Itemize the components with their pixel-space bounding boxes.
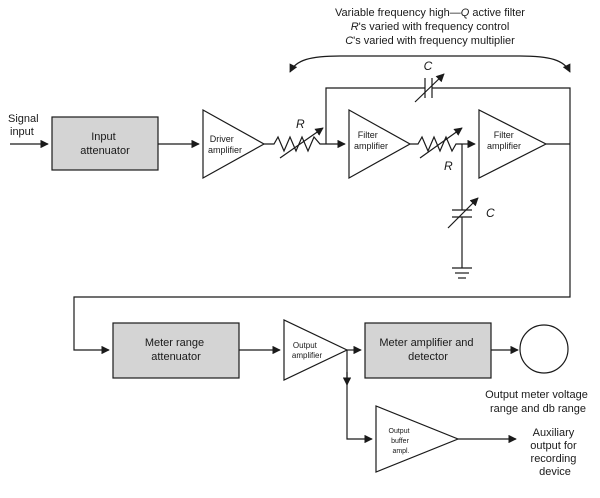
output-amplifier-triangle xyxy=(283,319,349,381)
capacitor-1-arrow xyxy=(414,73,445,103)
output-amplifier-label: Output amplifier xyxy=(292,341,323,360)
auxiliary-output-label: Auxiliary output for recording device xyxy=(530,427,580,478)
resistor-1-label: R xyxy=(296,117,305,131)
output-buffer-amplifier-label: Output buffer ampl. xyxy=(389,428,412,455)
signal-input-label: Signal input xyxy=(8,113,42,138)
capacitor-2-arrow xyxy=(447,197,479,229)
capacitor-1-label: C xyxy=(424,59,433,73)
capacitor-2-label: C xyxy=(486,206,495,220)
filter-to-meter-range-wire xyxy=(73,144,571,355)
input-attenuator-label: Input attenuator xyxy=(80,131,130,157)
variable-resistor-1 xyxy=(264,135,326,153)
ground-icon xyxy=(452,267,472,279)
meter-range-attenuator-box xyxy=(112,322,240,379)
filter-amplifier-1-triangle xyxy=(348,108,412,180)
annotation-line-2: R's varied with frequency control xyxy=(351,21,510,33)
annotation-line-3: C's varied with frequency multiplier xyxy=(345,35,515,47)
resistor-2-label: R xyxy=(444,159,453,173)
variable-resistor-1-arrow xyxy=(279,127,324,159)
driver-amplifier-label: Driver amplifier xyxy=(208,134,242,155)
output-meter-circle xyxy=(519,324,569,374)
driver-amplifier-triangle xyxy=(202,108,266,180)
meter-amplifier-detector-label: Meter amplifier and detector xyxy=(379,337,476,363)
meter-amplifier-detector-box xyxy=(364,322,492,379)
variable-resistor-2 xyxy=(410,135,462,153)
output-meter-caption: Output meter voltage range and db range xyxy=(485,389,591,415)
filter-bracket xyxy=(289,55,571,73)
output-buffer-amplifier-triangle xyxy=(375,405,460,473)
meter-range-attenuator-label: Meter range attenuator xyxy=(145,337,207,363)
filter-amplifier-1-label: Filter amplifier xyxy=(354,130,388,151)
annotation-line-1: Variable frequency high—Q active filter xyxy=(335,7,525,19)
feedback-wire-right xyxy=(432,87,571,144)
filter-amplifier-2-label: Filter amplifier xyxy=(487,130,521,151)
filter-annotation: Variable frequency high—Q active filter … xyxy=(335,7,525,47)
input-attenuator-box xyxy=(51,116,159,171)
filter-amplifier-2-triangle xyxy=(478,109,548,179)
variable-resistor-2-arrow xyxy=(419,127,463,159)
feedback-wire-left xyxy=(325,87,425,144)
